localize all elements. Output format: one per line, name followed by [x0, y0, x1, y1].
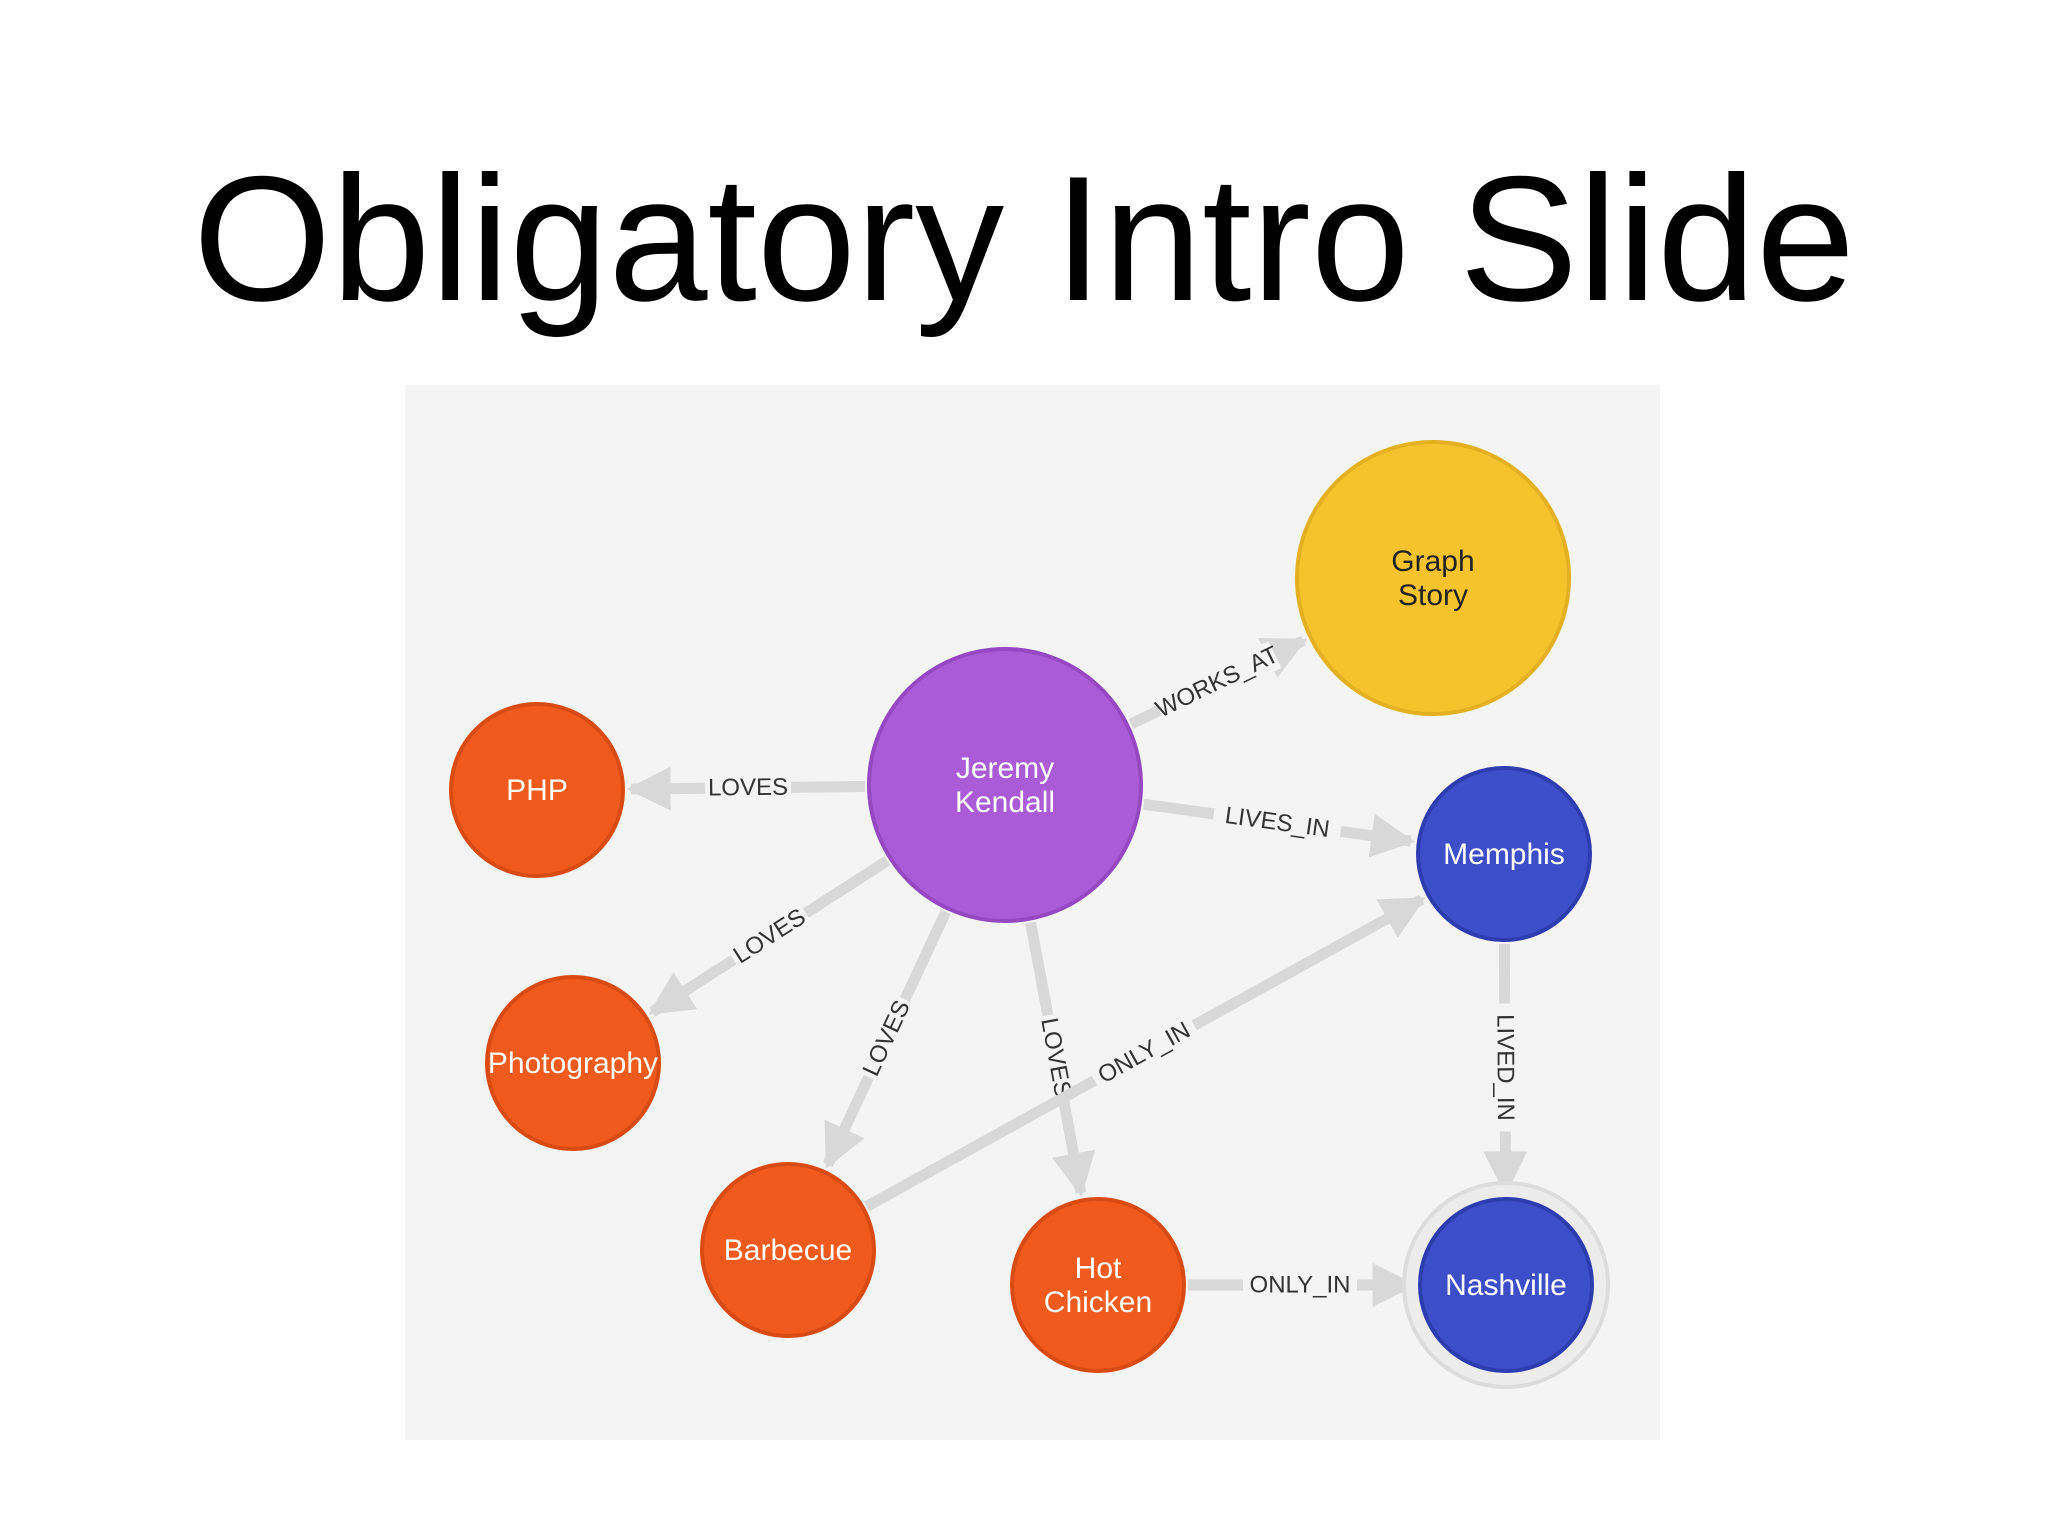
node-memphis[interactable]: Memphis: [1416, 766, 1592, 942]
edge-label-bg: [1153, 641, 1282, 724]
node-label: Chicken: [1044, 1286, 1152, 1319]
node-label: Jeremy: [956, 752, 1054, 785]
node-circle[interactable]: [1416, 766, 1592, 942]
edge-jeremy-graphstory[interactable]: WORKS_AT: [1128, 635, 1308, 729]
node-label: Photography: [488, 1047, 658, 1080]
edge-label-bg: [1243, 1270, 1357, 1300]
edge-jeremy-photography[interactable]: LOVES: [648, 856, 891, 1017]
node-label: Graph: [1391, 545, 1474, 578]
node-barbecue[interactable]: Barbecue: [700, 1162, 876, 1338]
edge-jeremy-barbecue[interactable]: LOVES: [822, 909, 951, 1169]
node-circle[interactable]: [700, 1162, 876, 1338]
node-label: Nashville: [1445, 1269, 1567, 1302]
node-label: Story: [1398, 579, 1468, 612]
edge-jeremy-memphis[interactable]: LIVES_IN: [1142, 798, 1416, 858]
edge-label: ONLY_IN: [1250, 1271, 1351, 1298]
edge-label: LOVES: [708, 774, 788, 802]
edge-jeremy-php[interactable]: LOVES: [626, 766, 866, 811]
node-circle[interactable]: [449, 702, 625, 878]
edge-label: LOVES: [857, 996, 915, 1080]
edge-label: LOVES: [729, 903, 811, 969]
slide-title: Obligatory Intro Slide: [192, 139, 1856, 338]
edge-label: ONLY_IN: [1093, 1017, 1194, 1089]
node-php[interactable]: PHP: [449, 702, 625, 878]
edge-memphis-nashville[interactable]: LIVED_IN: [1483, 943, 1528, 1196]
edge-label-bg: [1087, 1012, 1202, 1094]
node-label: PHP: [506, 774, 568, 807]
node-circle[interactable]: [1010, 1197, 1186, 1373]
edge-jeremy-hotchicken[interactable]: LOVES: [1025, 921, 1096, 1197]
edge-label-bg: [854, 993, 919, 1084]
edge-label: WORKS_AT: [1151, 641, 1283, 723]
edge-barbecue-memphis[interactable]: ONLY_IN: [864, 894, 1426, 1212]
node-label: Kendall: [955, 786, 1055, 819]
node-nashville[interactable]: Nashville: [1402, 1181, 1610, 1389]
node-circle[interactable]: [485, 975, 661, 1151]
edge-label-bg: [1033, 1012, 1079, 1103]
node-label: Barbecue: [724, 1234, 852, 1267]
node-label: Memphis: [1443, 838, 1565, 871]
node-circle[interactable]: [1295, 440, 1571, 716]
edge-label-bg: [725, 900, 814, 973]
edge-hotchicken-nashville[interactable]: ONLY_IN: [1188, 1263, 1417, 1307]
node-circle[interactable]: [867, 647, 1143, 923]
edge-label-bg: [1489, 1003, 1521, 1132]
node-circle[interactable]: [1418, 1197, 1594, 1373]
edge-label-bg: [1211, 799, 1343, 847]
edge-label: LIVED_IN: [1491, 1014, 1518, 1121]
node-label: Hot: [1075, 1252, 1122, 1285]
node-photography[interactable]: Photography: [485, 975, 661, 1151]
edge-label-bg: [704, 772, 792, 804]
